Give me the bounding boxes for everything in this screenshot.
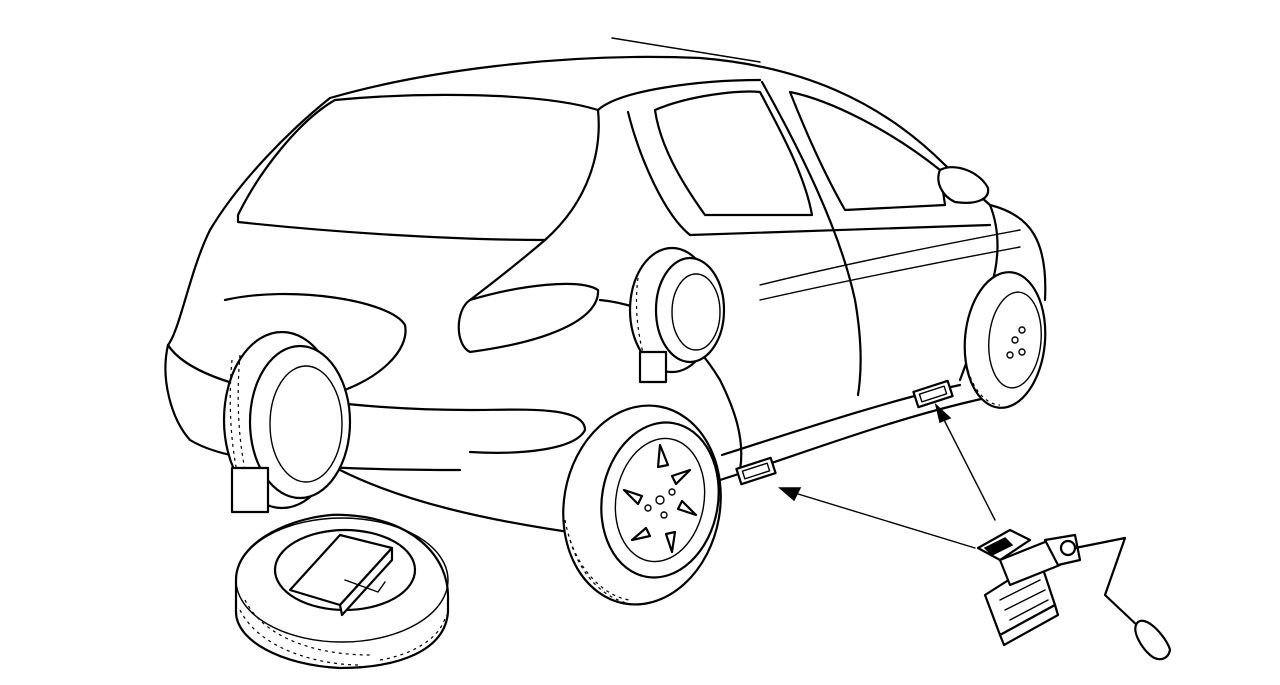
rear-wheel-hubcap-slots [622,443,698,554]
jack-crank [1073,536,1142,630]
window-frame [626,110,992,237]
car-roof-outline [328,55,1047,302]
arrow-to-rear-jacking-point [784,489,976,549]
side-mirror [937,166,990,204]
side-window-front [788,90,947,212]
body-crease [759,229,1021,301]
jacking-point-rear [735,456,777,486]
car-icon [164,37,1047,537]
chock-block-rear [230,466,270,514]
plate-recess [223,292,407,397]
rear-wheel [562,404,722,606]
jack-crank-grip [1134,619,1172,661]
jack-icon [976,528,1172,661]
rear-window [236,93,600,242]
arrow-icon [777,402,996,549]
chock-block-side [638,350,668,384]
jacking-point-front [912,379,954,409]
tail-light [457,282,600,354]
side-window-rear [653,90,814,217]
wheel-chock-icon [222,330,352,514]
spare-wheel-icon [234,513,450,670]
door-line-b-pillar [760,80,862,397]
body-bottom [338,468,592,537]
front-wheel [963,271,1047,409]
antenna-line [611,37,761,63]
arrow-to-front-jacking-point [939,411,996,521]
wheel-chock-side [628,246,726,384]
c-pillar [468,78,762,302]
